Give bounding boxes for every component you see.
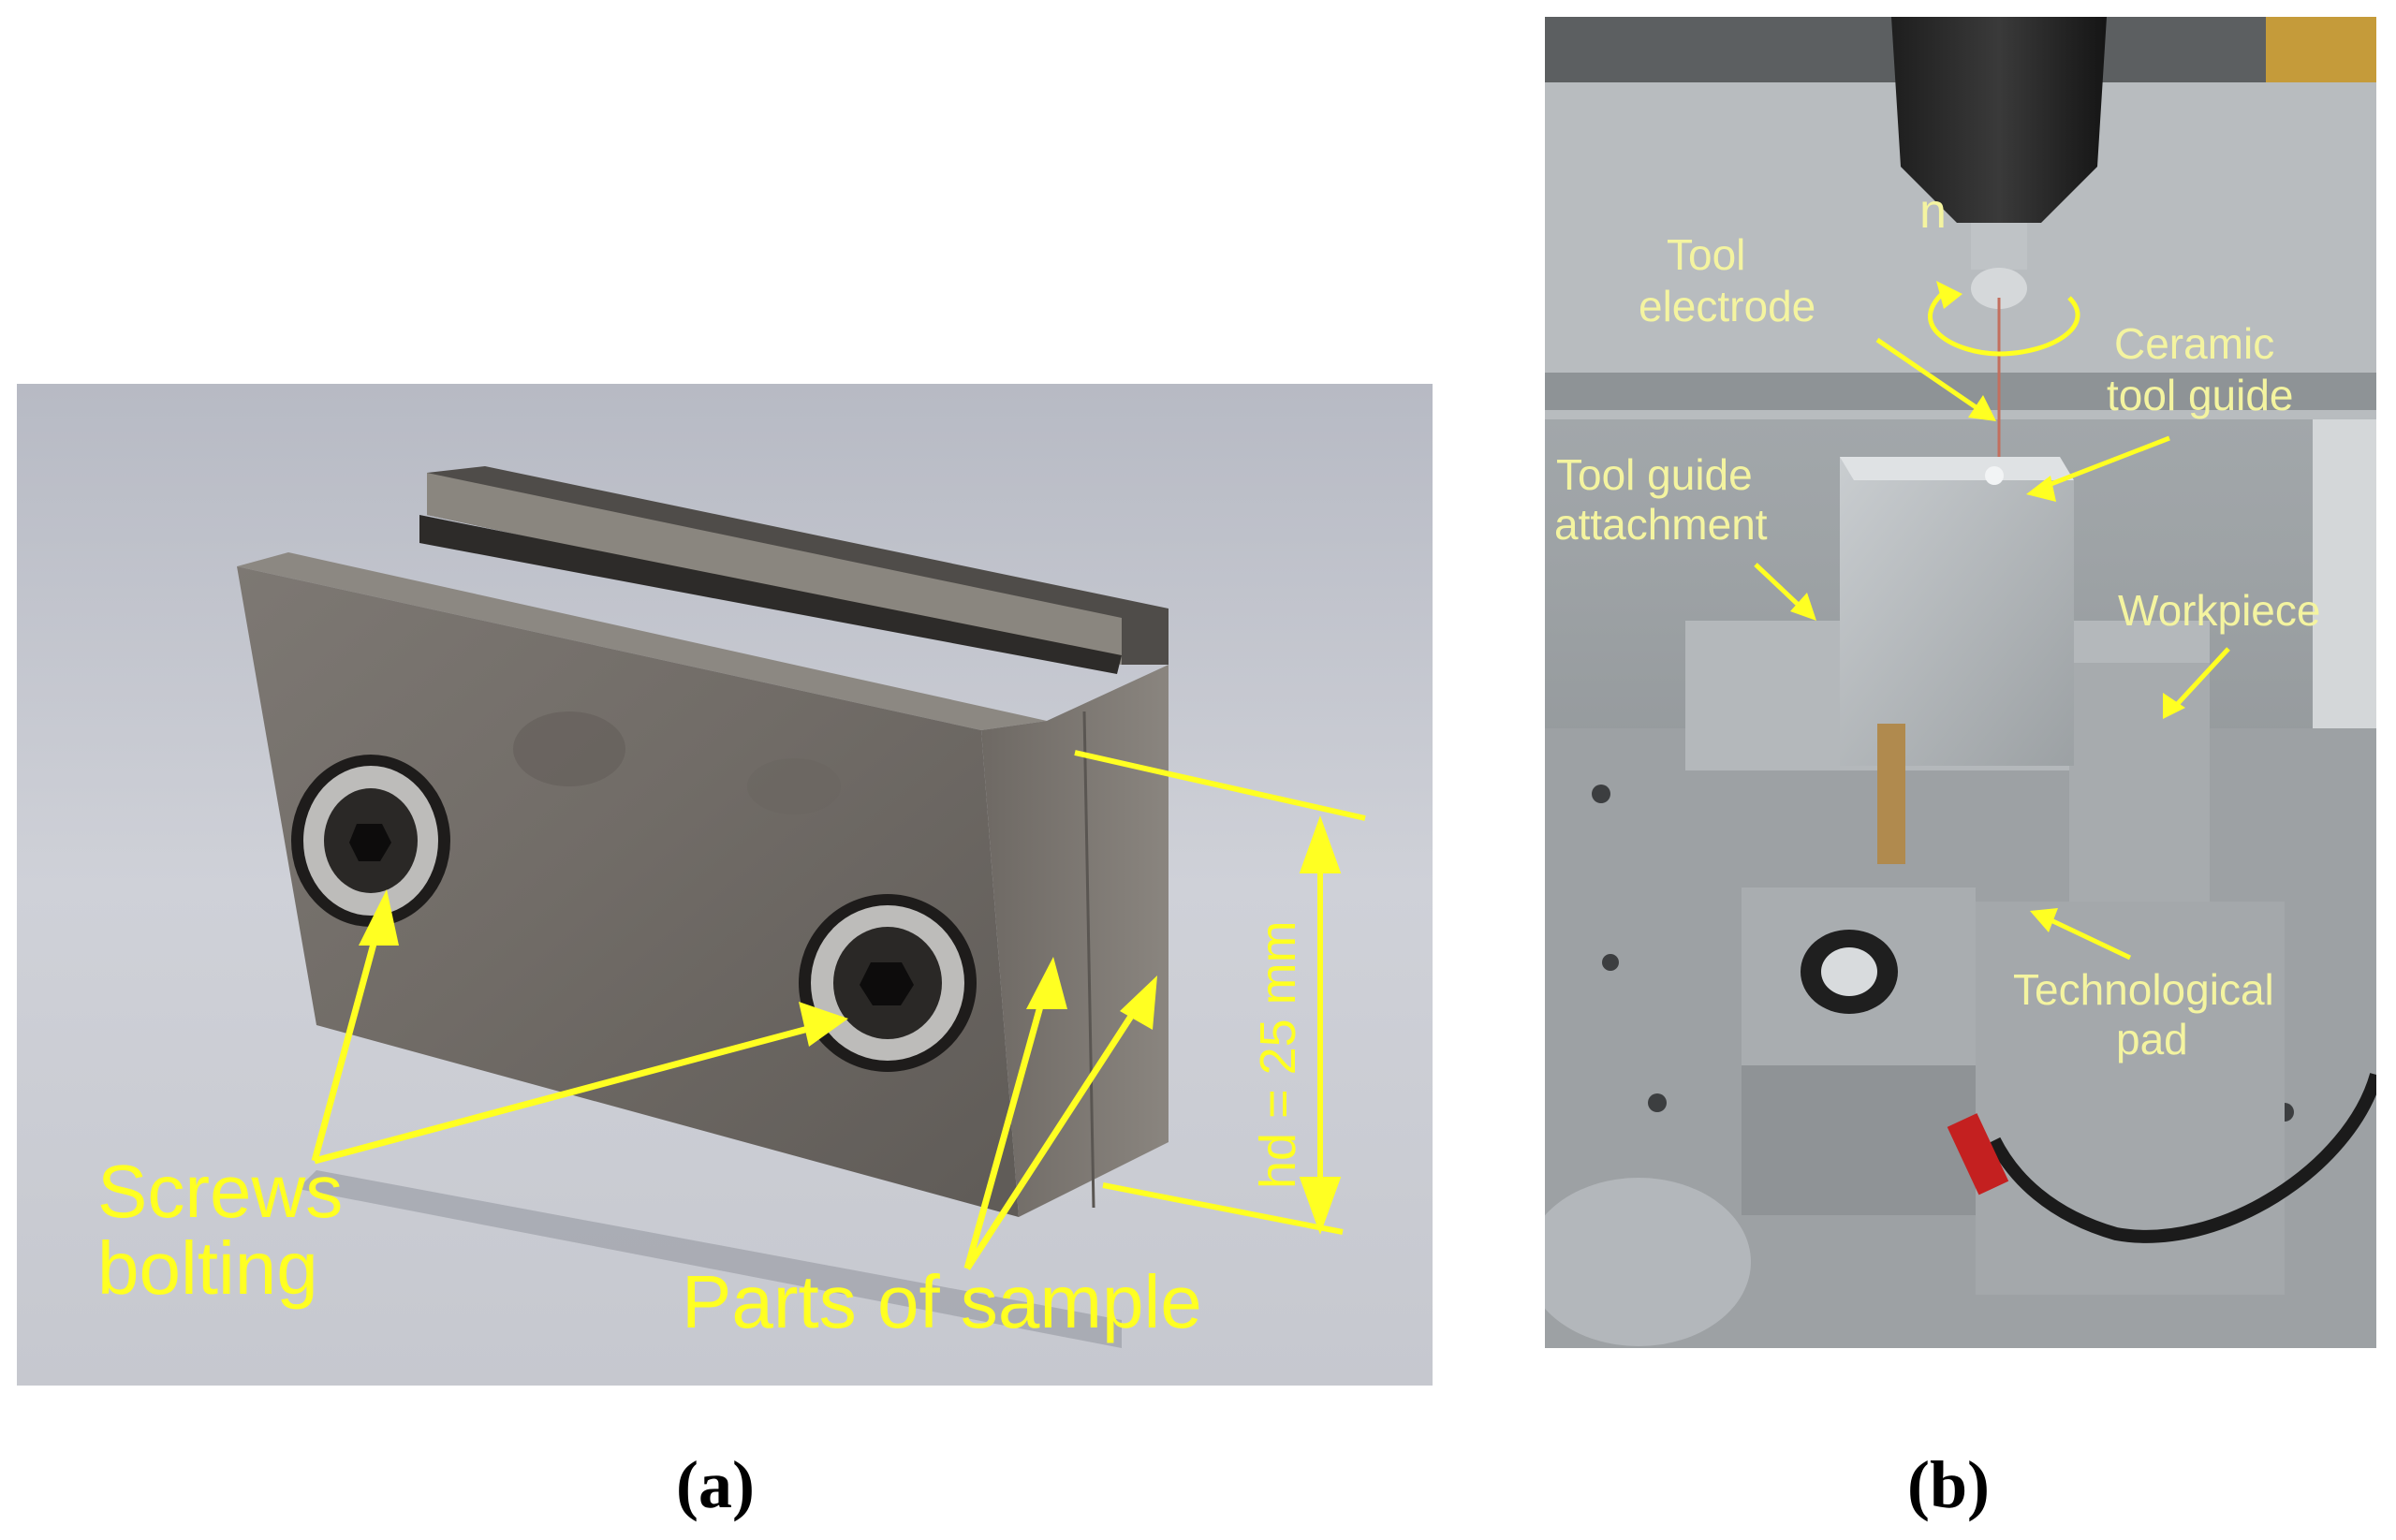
label-workpiece: Workpiece — [2118, 586, 2320, 635]
caption-b: (b) — [1907, 1447, 1990, 1522]
label-ceramic-1: Ceramic — [2114, 319, 2274, 368]
label-tool-electrode-2: electrode — [1639, 282, 1815, 330]
label-technological: Technological — [2013, 965, 2274, 1014]
front-plate — [237, 566, 1019, 1217]
screw-arrows — [311, 912, 823, 1165]
label-screws: Screws — [97, 1150, 343, 1233]
label-attachment-1: Tool guide — [1556, 450, 1753, 499]
annotation-arrows — [1754, 337, 2230, 961]
spindle — [1891, 17, 2107, 223]
sample-holder-photo: Screws bolting Parts of sample hd = 25 m… — [17, 384, 1433, 1386]
label-bolting: bolting — [97, 1226, 318, 1310]
edm-setup-photo: n Tool electrode Ceramic tool guide Tool… — [1545, 17, 2376, 1348]
panel-a-photo: Screws bolting Parts of sample hd = 25 m… — [17, 384, 1433, 1386]
label-height: hd = 25 mm — [1250, 920, 1306, 1189]
label-attachment-2: attachment — [1554, 500, 1768, 549]
screw-2 — [799, 894, 977, 1072]
rotation-arrow — [1928, 286, 2080, 357]
tool-guide-attachment — [1840, 457, 2074, 766]
screw-1 — [291, 755, 450, 927]
label-ceramic-2: tool guide — [2107, 371, 2294, 419]
parts-arrows — [963, 982, 1143, 1270]
caption-a: (a) — [676, 1447, 755, 1522]
sample-parts-side — [981, 665, 1169, 1217]
technological-pad — [1976, 902, 2285, 1295]
dimension-lines — [1074, 750, 1366, 1235]
label-tool-electrode-1: Tool — [1667, 230, 1745, 279]
label-parts-of-sample: Parts of sample — [682, 1260, 1202, 1343]
panel-b-photo: n Tool electrode Ceramic tool guide Tool… — [1545, 17, 2376, 1348]
label-pad: pad — [2116, 1015, 2188, 1063]
label-rotation-n: n — [1919, 184, 1947, 239]
